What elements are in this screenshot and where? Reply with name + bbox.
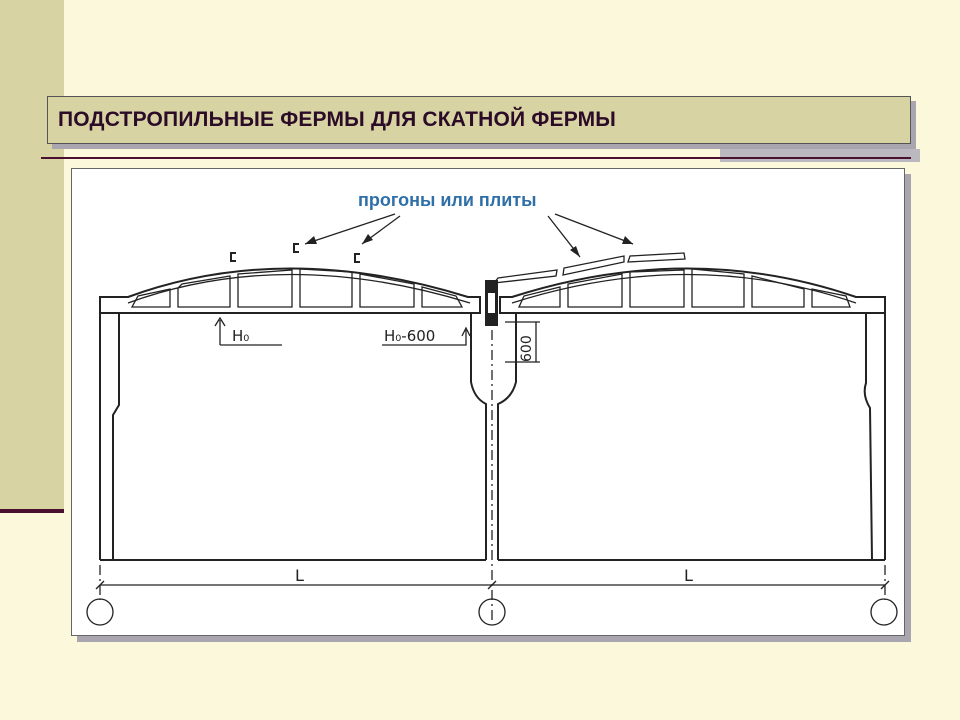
left-truss-panel [299,268,353,308]
left-truss [99,243,481,314]
arrowhead [570,246,580,257]
arrowhead [305,236,317,244]
height-label: H₀ [232,327,249,345]
axes [86,565,898,626]
right-truss [492,252,886,314]
left-truss-panel [237,269,293,308]
span-label-left: L [295,566,304,585]
left-truss-panel [177,275,231,308]
purlin [293,243,299,253]
height-marks [214,316,540,363]
roof-slab [627,252,686,263]
right-truss-panel [811,288,851,308]
callout-arrow [304,213,396,245]
purlin [354,253,360,263]
span-label-right: L [684,566,693,585]
right-frame-structure [497,313,886,561]
height-label-reduced: H₀-600 [384,327,435,345]
center-joint-gap [488,293,495,313]
callout-arrows [304,213,634,258]
height-mark-reduced [382,326,471,346]
roof-slab [492,269,558,284]
left-decor-rule [0,509,64,513]
left-frame-structure [99,313,487,561]
title-underline [41,157,911,159]
callout-label: прогоны или плиты [358,190,537,210]
dimension-tick [880,580,890,590]
arrowhead [362,234,373,244]
right-outer-column [863,313,886,561]
arrowhead [622,236,633,244]
left-truss-panel [359,273,415,308]
left-truss-panel [421,286,464,308]
dimension-600-label: 600 [519,335,535,362]
middle-column-left-side [470,313,487,560]
dimension-tick [487,580,497,590]
diagram-frame [71,168,905,636]
callout-arrow [554,213,634,245]
axis-bubble-left [86,598,114,626]
right-truss-panel [567,273,623,308]
right-truss-panel [751,275,805,308]
right-truss-panel [691,268,745,308]
right-truss-outline [499,267,886,314]
title-banner: ПОДСТРОПИЛЬНЫЕ ФЕРМЫ ДЛЯ СКАТНОЙ ФЕРМЫ [47,96,911,144]
slide-title: ПОДСТРОПИЛЬНЫЕ ФЕРМЫ ДЛЯ СКАТНОЙ ФЕРМЫ [58,108,617,131]
right-truss-panel [629,269,685,308]
left-truss-top-chord [127,273,471,304]
axis-bubble-center [478,598,506,626]
right-truss-panel [517,286,561,308]
dimension-tick [95,580,105,590]
axis-bubble-right [870,598,898,626]
middle-column-right-side [497,313,517,560]
height-mark-left [214,316,282,346]
roof-slab [562,255,625,276]
left-outer-column [99,313,120,560]
center-joint [485,280,498,620]
dimension-600-line [505,321,540,363]
purlin [230,252,236,262]
left-decor-band [0,0,64,512]
left-truss-panel [130,288,171,308]
